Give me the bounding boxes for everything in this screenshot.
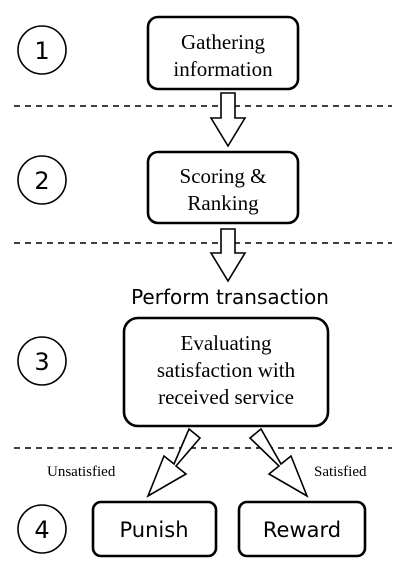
perform-transaction-label: Perform transaction bbox=[131, 285, 329, 309]
stage-number-text: 1 bbox=[34, 37, 49, 65]
gathering-information-box: Gathering information bbox=[146, 15, 300, 91]
stage-number-4: 4 bbox=[17, 504, 67, 554]
scoring-ranking-box: Scoring & Ranking bbox=[146, 150, 300, 225]
reward-label: Reward bbox=[263, 518, 341, 542]
evaluating-satisfaction-box: Evaluating satisfaction with received se… bbox=[122, 316, 330, 428]
satisfied-label: Satisfied bbox=[314, 464, 367, 480]
stage-number-text: 3 bbox=[34, 348, 49, 376]
down-arrow bbox=[209, 228, 247, 283]
box-line: Gathering bbox=[181, 30, 265, 54]
punish-box: Punish bbox=[91, 500, 218, 558]
box-line: Scoring & bbox=[180, 164, 267, 188]
stage-number-1: 1 bbox=[17, 25, 67, 75]
box-line: information bbox=[173, 57, 273, 81]
punish-label: Punish bbox=[120, 518, 189, 542]
box-line: Ranking bbox=[187, 191, 259, 215]
reward-box: Reward bbox=[237, 500, 367, 558]
box-line: received service bbox=[158, 385, 294, 409]
unsatisfied-arrow bbox=[146, 427, 202, 498]
down-arrow bbox=[209, 92, 247, 148]
stage-number-text: 4 bbox=[34, 516, 49, 544]
box-line: satisfaction with bbox=[157, 358, 296, 382]
satisfied-arrow bbox=[248, 427, 309, 498]
stage-number-3: 3 bbox=[17, 336, 67, 386]
stage-number-2: 2 bbox=[17, 155, 67, 205]
unsatisfied-label: Unsatisfied bbox=[47, 464, 116, 480]
stage-number-text: 2 bbox=[34, 167, 49, 195]
box-line: Evaluating bbox=[181, 331, 272, 355]
